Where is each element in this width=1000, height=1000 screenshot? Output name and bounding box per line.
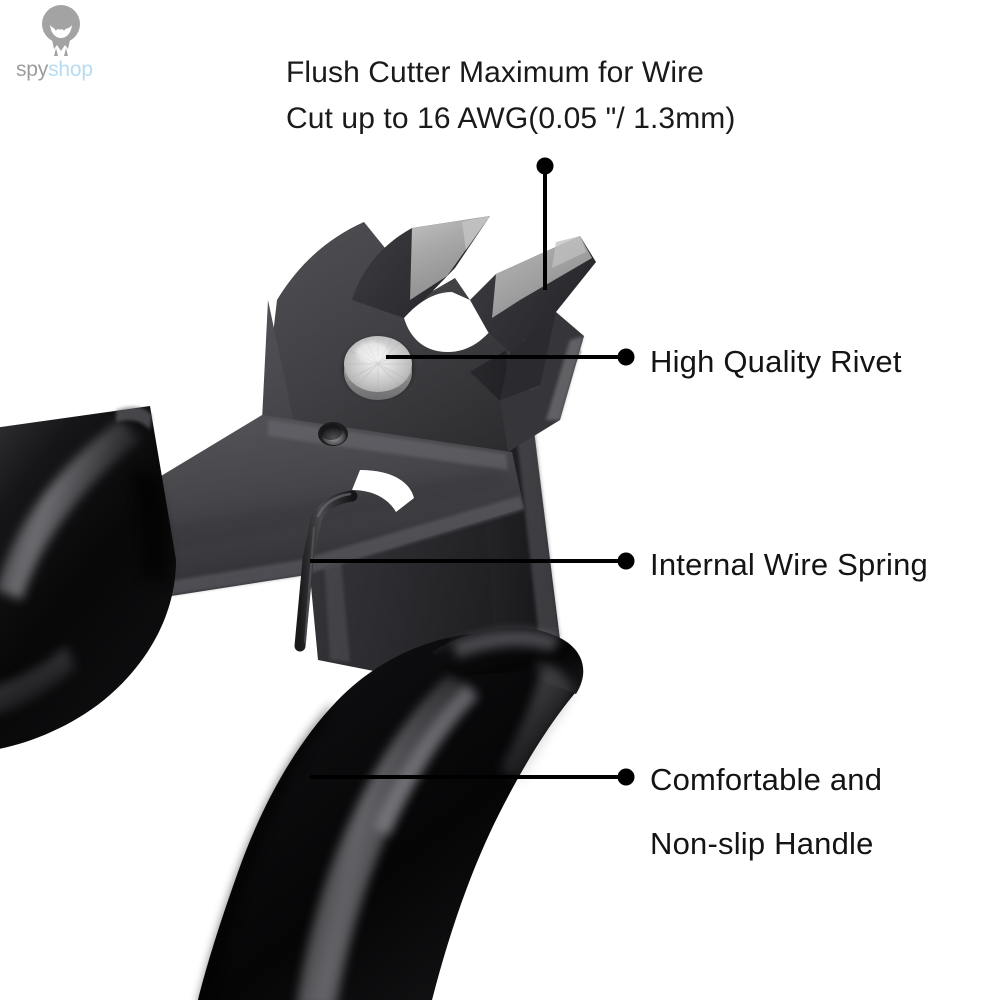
headline-line-1: Flush Cutter Maximum for Wire	[286, 56, 704, 89]
leader-dot-icon	[617, 768, 635, 786]
leader-dot-icon	[617, 552, 635, 570]
callout-label-handle: Comfortable and Non-slip Handle	[650, 748, 882, 876]
brand-word-primary: spy	[16, 58, 49, 81]
callout-label-handle-line-1: Comfortable and	[650, 762, 883, 797]
brand-logo[interactable]: spyshop	[10, 2, 130, 88]
callout-label-spring: Internal Wire Spring	[650, 547, 928, 582]
upper-handle-grip	[0, 406, 176, 749]
leader-handle	[310, 768, 635, 786]
brand-word-secondary: shop	[48, 58, 93, 81]
page-title: Flush Cutter Maximum for Wire Cut up to …	[286, 50, 886, 142]
lower-handle-grip	[197, 627, 584, 1000]
brand-wordmark: spyshop	[16, 59, 93, 80]
leader-jaw	[536, 157, 554, 290]
headline-line-2: Cut up to 16 AWG(0.05 "/ 1.3mm)	[286, 102, 736, 135]
leader-dot-icon	[536, 157, 554, 175]
upper-handle-plate	[88, 300, 524, 604]
lower-arm-assembly	[300, 300, 560, 690]
callout-label-rivet: High Quality Rivet	[650, 344, 902, 379]
cutter-head	[262, 216, 596, 452]
rivet	[342, 336, 414, 400]
leader-spring	[310, 552, 635, 570]
leader-rivet	[386, 348, 635, 366]
leader-dot-icon	[617, 348, 635, 366]
callout-label-handle-line-2: Non-slip Handle	[650, 826, 874, 861]
spy-mascot-icon	[42, 5, 80, 56]
callout-leaders	[310, 157, 635, 786]
handle-dimple	[318, 422, 348, 446]
wire-spring	[294, 490, 358, 652]
